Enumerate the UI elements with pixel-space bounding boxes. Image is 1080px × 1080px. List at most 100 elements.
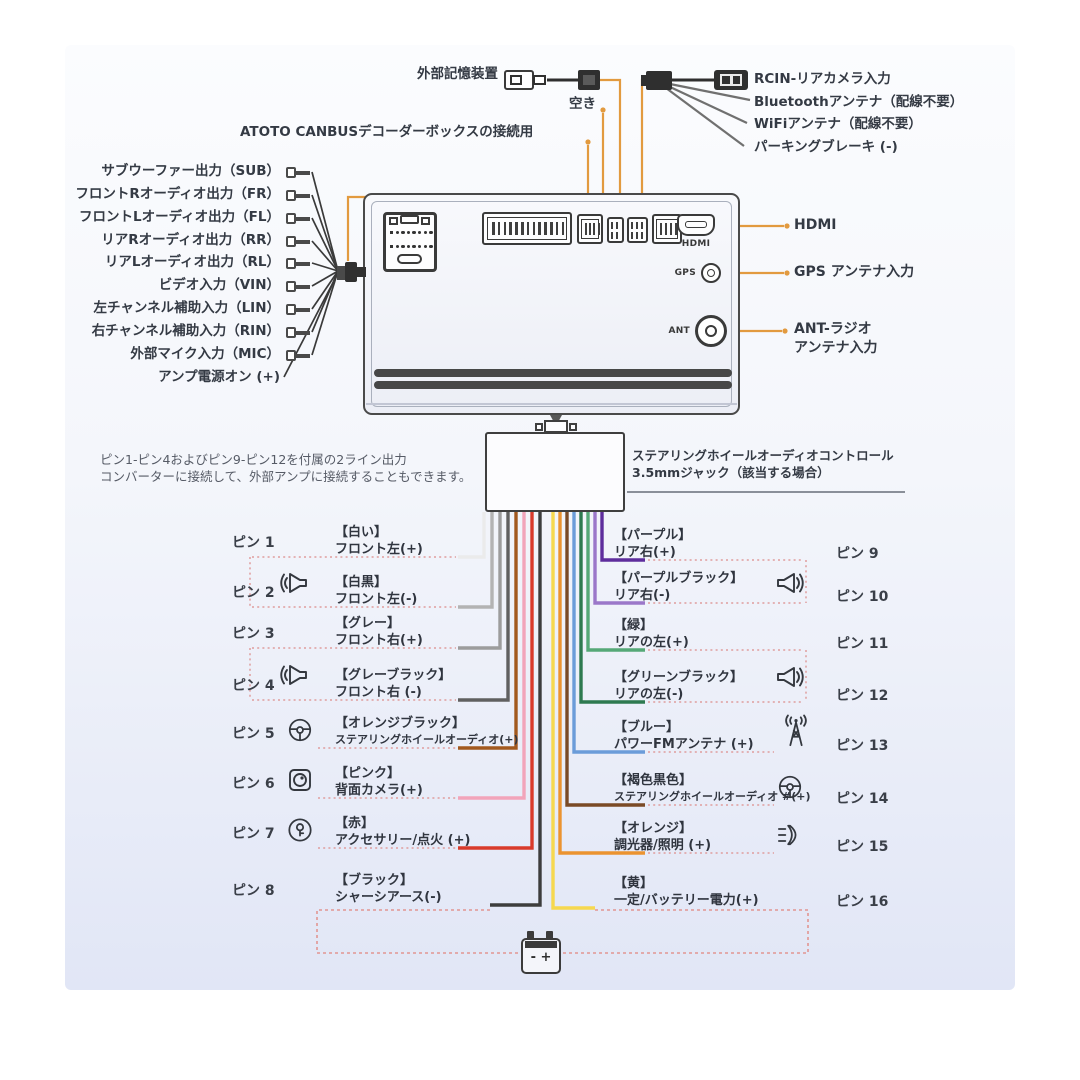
wire-color-label: 【オレンジ】: [614, 821, 693, 836]
wire-3: [458, 512, 502, 650]
wire-color-label: 【オレンジブラック】: [335, 716, 466, 731]
rca-output-label-5: ビデオ入力（VIN）: [158, 277, 280, 293]
pin-number-label-left-3: ピン 3: [232, 626, 275, 642]
socket-pin: [401, 231, 405, 235]
wire-16: [551, 512, 595, 910]
rca-plug-icon: [286, 280, 312, 293]
pin-number-label-right-15: ピン 15: [836, 839, 889, 855]
connector-pin: [561, 222, 565, 235]
wire-6: [458, 512, 526, 800]
battery-polarity-label: - +: [530, 950, 552, 965]
socket-pin: [418, 231, 422, 235]
harness-label-0: RCIN-リアカメラ入力: [754, 71, 891, 87]
socket-pin: [418, 245, 422, 249]
harness-connector-nub-icon: [641, 75, 647, 86]
battery-icon-band: [525, 941, 557, 948]
socket-pin: [429, 245, 433, 249]
rca-output-label-4: リアLオーディオ出力（RL）: [104, 254, 280, 270]
harness-leader: [640, 78, 652, 202]
port-label-1: GPS アンテナ入力: [794, 264, 915, 280]
rca-converge-line: [311, 194, 339, 272]
speaker-icon: [774, 662, 804, 696]
main-harness-socket-key: [421, 217, 430, 225]
headlight-icon: [777, 822, 803, 852]
connector-pin: [492, 222, 495, 235]
wire-function-label: リア右(-): [614, 588, 671, 603]
rca-output-label-0: サブウーファー出力（SUB）: [101, 163, 280, 179]
wire-color-label: 【ブラック】: [335, 873, 414, 888]
socket-pin: [395, 231, 399, 235]
rcin-connector-pin-icon: [730, 76, 733, 84]
port-label-0: HDMI: [794, 217, 837, 233]
wire-2: [458, 512, 494, 609]
connector-pin: [532, 222, 536, 235]
wire-function-label: リアの左(-): [614, 687, 684, 702]
ignition-icon: [287, 817, 313, 847]
connector-pin: [616, 232, 618, 239]
wire-function-label: アクセサリー/点火 (+): [335, 833, 471, 848]
port-label-2: ANT-ラジオ: [794, 321, 872, 337]
steering-wheel-icon: [287, 717, 313, 747]
pin-number-label-right-10: ピン 10: [836, 589, 889, 605]
connector-pin: [503, 222, 507, 235]
harness-label-3: パーキングブレーキ (-): [754, 139, 898, 155]
usb-plug-detail-icon: [510, 75, 522, 85]
pinout-tab-nub: [569, 423, 577, 431]
socket-pin: [395, 245, 399, 249]
usb-connector-slot-icon: [583, 75, 595, 85]
socket-pin: [390, 245, 394, 249]
converter-note-line2: コンバーターに接続して、外部アンプに接続することもできます。: [100, 469, 472, 484]
rca-harness-plug-stub: [357, 267, 366, 277]
pin-number-label-right-14: ピン 14: [836, 791, 889, 807]
hdmi-port: [677, 214, 715, 236]
rca-converge-line: [311, 171, 339, 272]
rca-harness-plug-icon: [345, 262, 357, 282]
connector-pin: [555, 222, 559, 235]
speaker-icon: [280, 660, 310, 694]
rca-plug-icon: [286, 303, 312, 316]
wire-color-label: 【グレーブラック】: [335, 668, 452, 683]
harness-label-2: WiFiアンテナ（配線不要）: [754, 116, 922, 132]
wire-color-label: 【緑】: [614, 618, 654, 633]
wire-1: [458, 512, 486, 559]
connector-pin: [550, 222, 553, 235]
converter-note-line1: ピン1-ピン4およびピン9-ピン12を付属の2ライン出力: [100, 452, 407, 467]
hdmi-port-label: HDMI: [681, 239, 711, 249]
wire-color-label: 【グレー】: [335, 616, 401, 631]
wire-color-label: 【褐色黒色】: [614, 773, 693, 788]
main-harness-socket-pill: [397, 254, 422, 264]
pin-number-label-right-12: ピン 12: [836, 688, 889, 704]
pin-number-label-right-13: ピン 13: [836, 738, 889, 754]
swc-note-line1: ステアリングホイールオーディオコントロール: [632, 448, 894, 463]
wire-function-label: フロント右(+): [335, 633, 423, 648]
main-harness-socket-key: [389, 217, 398, 225]
rca-converge-line: [311, 270, 339, 287]
wire-function-label: フロント右 (-): [335, 685, 422, 700]
battery-dash-negative: [316, 909, 519, 954]
usb-storage-label: 外部記憶装置: [417, 66, 498, 82]
wire-function-label: リア右(+): [614, 545, 676, 560]
wire-color-label: 【黄】: [614, 876, 654, 891]
rca-converge-line: [311, 217, 339, 272]
unit-bottom-line: [366, 403, 737, 405]
speaker-icon: [280, 568, 310, 602]
wire-12: [579, 512, 645, 704]
socket-pin: [406, 231, 411, 235]
wire-function-label: ステアリングホイールオーディオ #(+): [614, 790, 811, 803]
wire-13: [572, 512, 645, 754]
swc-note-line2: 3.5mmジャック（該当する場合）: [632, 465, 830, 480]
connector-pin: [670, 223, 672, 235]
pinout-tab-nub: [535, 423, 543, 431]
wire-4: [458, 512, 510, 702]
connector-pin: [641, 232, 643, 239]
pin-number-label-right-16: ピン 16: [836, 894, 889, 910]
rca-plug-icon: [286, 349, 312, 362]
vent-bar: [374, 381, 732, 389]
battery-terminal: [527, 931, 534, 939]
pin-number-label-right-11: ピン 11: [836, 636, 889, 652]
connector-pin: [526, 222, 530, 235]
battery-dash-positive: [563, 909, 809, 954]
rca-output-label-1: フロントRオーディオ出力（FR）: [75, 186, 280, 202]
wire-10: [593, 512, 645, 605]
